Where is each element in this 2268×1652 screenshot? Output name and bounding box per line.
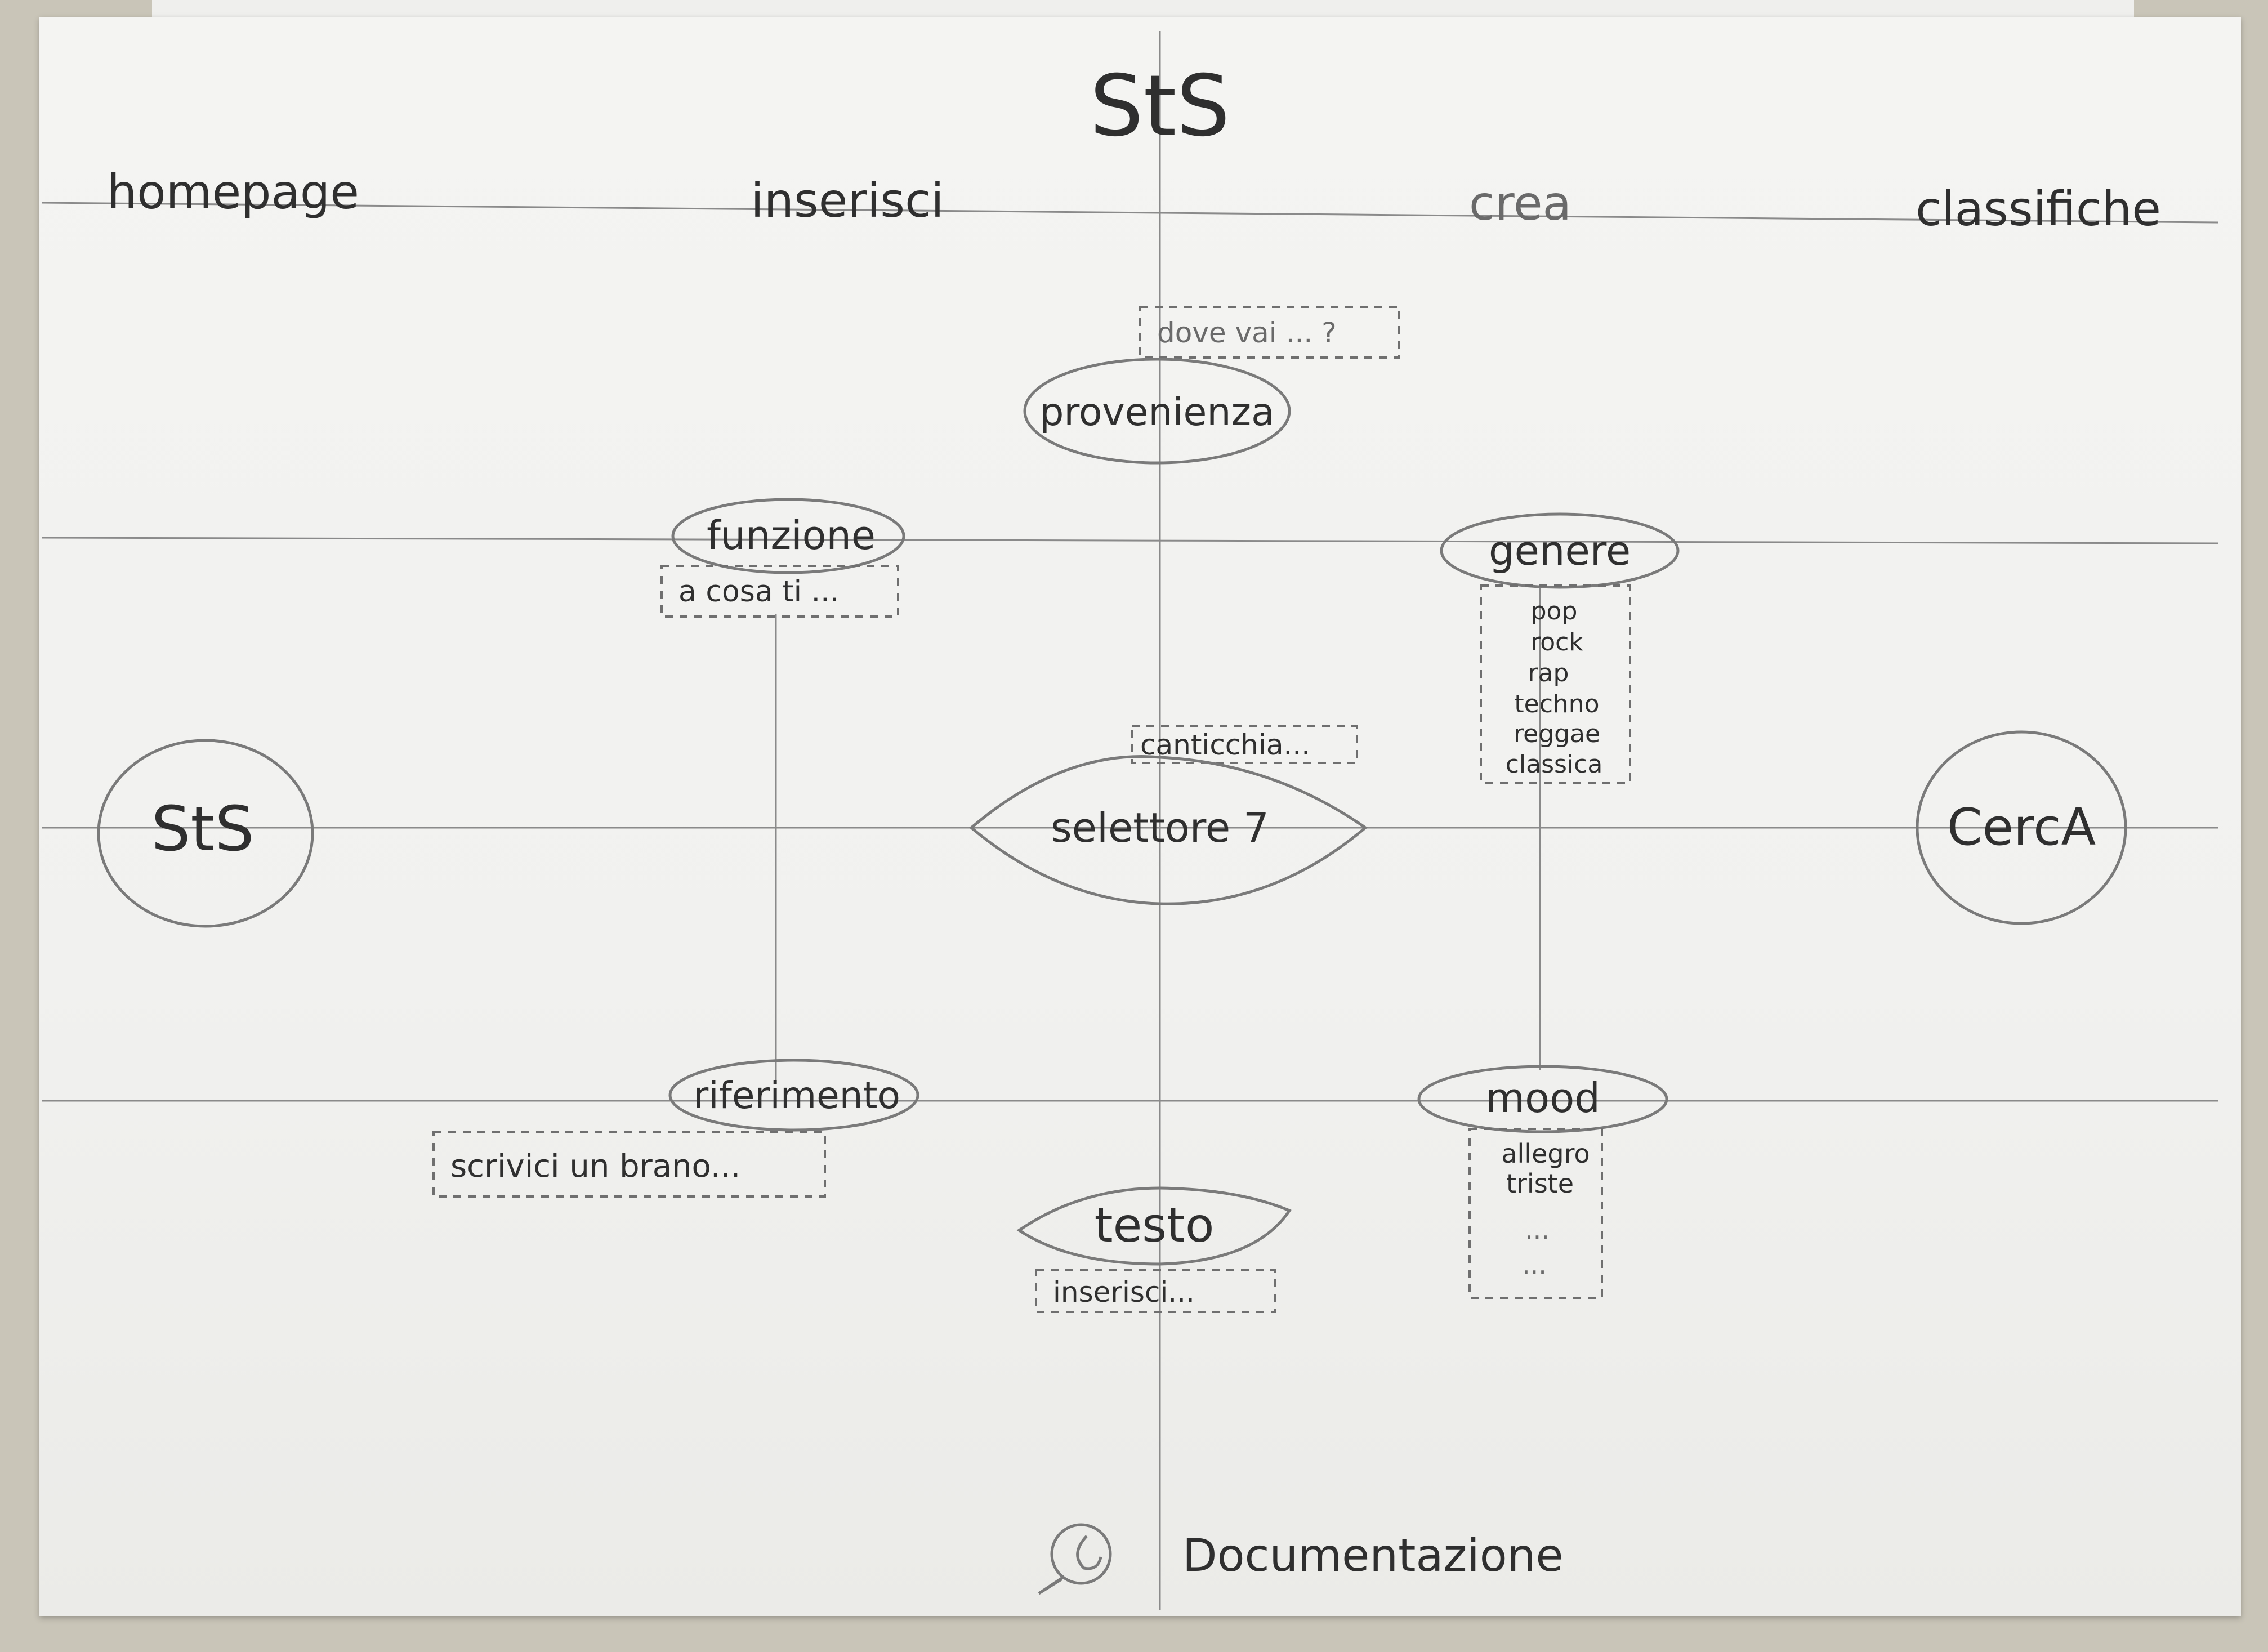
nav-homepage[interactable]: homepage	[107, 164, 359, 220]
provenienza-label: provenienza	[1039, 390, 1275, 435]
genere-option[interactable]: reggae	[1514, 720, 1600, 748]
funzione-hint-box	[660, 565, 899, 618]
logo-circle[interactable]: StS	[97, 739, 314, 928]
genere-control[interactable]: genere pop rock rap techno reggae classi…	[1440, 512, 1680, 784]
top-nav: homepage inserisci crea classifiche	[107, 164, 2161, 236]
footer-documentation[interactable]: Documentazione	[1038, 1523, 1564, 1595]
nav-inserisci[interactable]: inserisci	[751, 173, 944, 228]
genere-options-box	[1480, 584, 1631, 784]
testo-control[interactable]: testo inserisci...	[1016, 1186, 1292, 1313]
riferimento-label: riferimento	[693, 1074, 900, 1117]
mood-option[interactable]: allegro	[1501, 1138, 1590, 1169]
testo-hint: inserisci...	[1053, 1276, 1195, 1309]
funzione-control[interactable]: funzione a cosa ti ...	[660, 498, 905, 618]
mood-label: mood	[1485, 1074, 1600, 1122]
logo-label: StS	[151, 793, 255, 865]
mood-option[interactable]: ...	[1522, 1249, 1547, 1280]
funzione-label: funzione	[707, 512, 876, 559]
mood-option[interactable]: triste	[1506, 1168, 1574, 1199]
genere-option[interactable]: rock	[1530, 628, 1583, 657]
mood-options-box	[1468, 1128, 1603, 1299]
mood-option[interactable]: ...	[1525, 1215, 1550, 1245]
mood-control[interactable]: mood allegro triste ... ...	[1417, 1065, 1668, 1299]
genere-option[interactable]: classica	[1506, 750, 1603, 779]
guide-lines	[42, 31, 2219, 1610]
selettore-label: selettore 7	[1051, 804, 1269, 851]
testo-hint-box	[1035, 1269, 1276, 1313]
selettore-hint-box	[1131, 725, 1358, 764]
funzione-hint: a cosa ti ...	[678, 575, 839, 609]
genere-label: genere	[1489, 527, 1631, 574]
chat-bubble-icon	[1038, 1523, 1112, 1595]
riferimento-hint-box	[432, 1131, 826, 1198]
genere-option[interactable]: rap	[1528, 659, 1569, 687]
search-label: CercA	[1947, 798, 2096, 857]
provenienza-hint-box	[1139, 306, 1400, 359]
footer-label: Documentazione	[1182, 1529, 1564, 1582]
genere-option[interactable]: techno	[1514, 690, 1599, 718]
riferimento-hint: scrivici un brano...	[450, 1148, 740, 1185]
search-circle[interactable]: CercA	[1916, 730, 2127, 925]
provenienza-control[interactable]: dove vai ... ? provenienza	[1023, 306, 1400, 465]
paper-sheet	[39, 17, 2241, 1616]
riferimento-control[interactable]: riferimento scrivici un brano...	[432, 1059, 919, 1198]
selettore-control[interactable]: canticchia... selettore 7	[969, 725, 1368, 905]
nav-crea[interactable]: crea	[1469, 176, 1571, 231]
provenienza-hint: dove vai ... ?	[1157, 316, 1337, 349]
selettore-hint: canticchia...	[1140, 729, 1310, 761]
testo-label: testo	[1095, 1198, 1215, 1253]
genere-option[interactable]: pop	[1531, 597, 1578, 626]
nav-classifiche[interactable]: classifiche	[1916, 181, 2161, 236]
page-title: StS	[1090, 57, 1230, 155]
